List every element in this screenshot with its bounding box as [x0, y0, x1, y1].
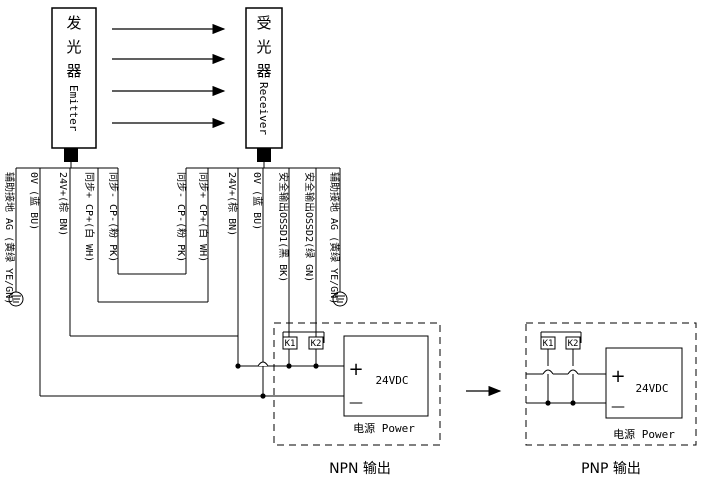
pnp-voltage-label: 24VDC: [635, 382, 668, 395]
npn-junction-dot: [260, 393, 266, 399]
emitter-wire-label-24v: 24V+(棕 BN): [57, 172, 70, 236]
npn-relay-k2-label: K2: [311, 339, 322, 349]
npn-junction-dot: [235, 363, 241, 369]
emitter-char-1: 发: [66, 14, 81, 32]
npn-caption: NPN 输出: [329, 461, 391, 477]
npn-power-label: 电源 Power: [353, 421, 415, 435]
npn-junction-dot: [286, 363, 292, 369]
receiver-latin: Receiver: [257, 82, 270, 135]
npn-relay-k2: [308, 336, 324, 350]
npn-output-block: K1 K2 + — 24VDC 电源 Power: [235, 322, 441, 446]
emitter-latin: Emitter: [67, 85, 80, 132]
emitter-wire-label-cp-minus: 同步- CP-(粉 PK): [107, 172, 120, 262]
pnp-caption: PNP 输出: [581, 461, 641, 477]
pnp-junction-dot: [570, 400, 576, 406]
receiver-box: 受 光 器 Receiver: [245, 7, 283, 149]
receiver-ground-icon: [332, 291, 348, 307]
pnp-relay-k1-label: K1: [543, 339, 554, 349]
emitter-char-3: 器: [66, 62, 81, 80]
npn-relay-k1-label: K1: [285, 339, 296, 349]
receiver-connector: [257, 148, 271, 162]
emitter-connector: [64, 148, 78, 162]
pnp-power-label: 电源 Power: [613, 427, 675, 441]
receiver-wire-label-cp-minus: 同步- CP-(粉 PK): [175, 172, 188, 262]
receiver-wire-label-cp-plus: 同步+ CP+(白 WH): [197, 172, 210, 262]
npn-power-supply: [343, 335, 429, 417]
receiver-wiring: [185, 162, 341, 396]
receiver-wire-label-ag: 辅助接地 AG (黄绿 YE/GN): [328, 172, 341, 304]
receiver-wire-label-0v: 0V (蓝 BU): [251, 172, 263, 230]
receiver-char-1: 受: [256, 14, 271, 32]
npn-junction-dot: [313, 363, 319, 369]
receiver-wire-label-24v: 24V+(棕 BN): [226, 172, 239, 236]
receiver-char-3: 器: [256, 62, 271, 80]
receiver-wire-label-ossd1: 安全输出OSSD1(黑 BK): [277, 172, 290, 282]
pnp-output-block: K1 K2 + — 24VDC 电源 Power: [525, 322, 697, 446]
pnp-junction-dot: [545, 400, 551, 406]
emitter-wire-label-0v: 0V (蓝 BU): [28, 172, 40, 230]
pnp-plus-sign: +: [610, 366, 625, 387]
receiver-wire-label-ossd2: 安全输出OSSD2(绿 GN): [303, 172, 316, 282]
emitter-wiring: [15, 162, 263, 397]
emitter-box: 发 光 器 Emitter: [51, 7, 97, 149]
pnp-minus-sign: —: [611, 399, 625, 415]
emitter-wire-label-cp-plus: 同步+ CP+(白 WH): [83, 172, 96, 262]
receiver-char-2: 光: [256, 38, 271, 56]
pnp-power-supply: [605, 347, 683, 419]
npn-minus-sign: —: [349, 395, 363, 411]
pnp-relay-k2-label: K2: [568, 339, 579, 349]
emitter-char-2: 光: [66, 38, 81, 56]
npn-voltage-label: 24VDC: [375, 374, 408, 387]
light-beams: [112, 23, 226, 129]
npn-plus-sign: +: [348, 359, 363, 380]
emitter-wire-label-ag: 辅助接地 AG (黄绿 YE/GN): [3, 172, 16, 304]
pnp-dashed-frame: [525, 322, 697, 446]
emitter-ground-icon: [8, 291, 24, 307]
